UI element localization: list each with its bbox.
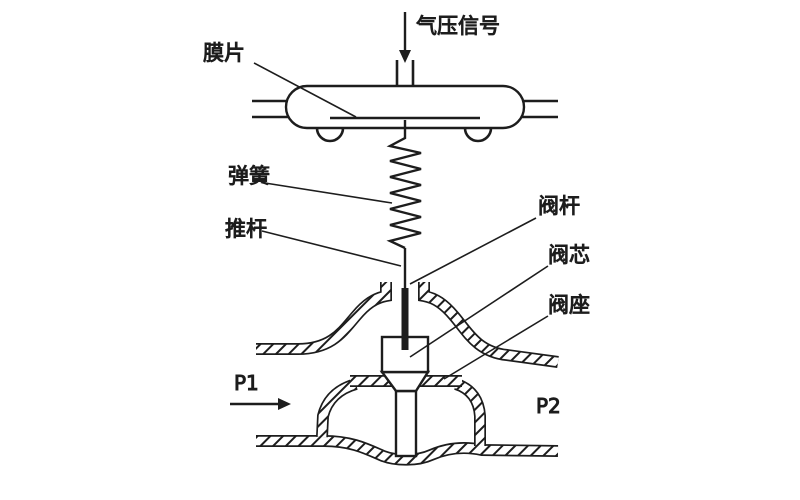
valve-stem-label: 阀杆 (538, 194, 580, 218)
p2-label: P2 (536, 394, 561, 418)
plug-lower-guide (394, 389, 418, 458)
spring-label: 弹簧 (228, 164, 270, 188)
valve-seat-label: 阀座 (548, 293, 590, 317)
actuator-lower-cup-right (463, 127, 493, 143)
p1-label: P1 (234, 371, 259, 395)
part-labels: 气压信号 膜片 弹簧 推杆 阀杆 阀芯 阀座 (203, 14, 591, 318)
actuator-lower-cup-left (315, 127, 345, 143)
diaphragm-label: 膜片 (203, 41, 245, 65)
wall-inlet-top-hatch (256, 282, 386, 349)
leader-lines (253, 62, 549, 380)
seat-support-right-hatch (456, 384, 480, 446)
flow-annotations: P1 P2 (230, 371, 561, 419)
valve-plug-body (380, 335, 430, 374)
valve-trim (379, 288, 431, 458)
air-signal-arrow (399, 12, 411, 63)
diaphragm-actuator (252, 84, 558, 143)
flow-arrowhead-icon (278, 398, 291, 410)
valve-plug-label: 阀芯 (548, 243, 590, 267)
push-rod-label: 推杆 (225, 217, 267, 241)
spring-coil (386, 120, 422, 250)
valve-plug-taper (379, 370, 431, 393)
leader-push-rod (261, 230, 402, 267)
leader-valve-stem (409, 217, 537, 285)
leader-valve-plug (409, 265, 549, 358)
air-signal-arrowhead-icon (399, 50, 411, 63)
valve-stem-rod (401, 288, 409, 350)
air-signal-label: 气压信号 (416, 14, 500, 38)
leader-spring (264, 182, 393, 204)
diagram-root: P1 P2 气压信号 膜片 弹簧 推杆 阀杆 阀芯 阀座 (203, 12, 591, 460)
leader-valve-seat (443, 315, 549, 380)
wall-inlet-top-outline (256, 282, 386, 349)
leader-diaphragm (253, 62, 357, 118)
